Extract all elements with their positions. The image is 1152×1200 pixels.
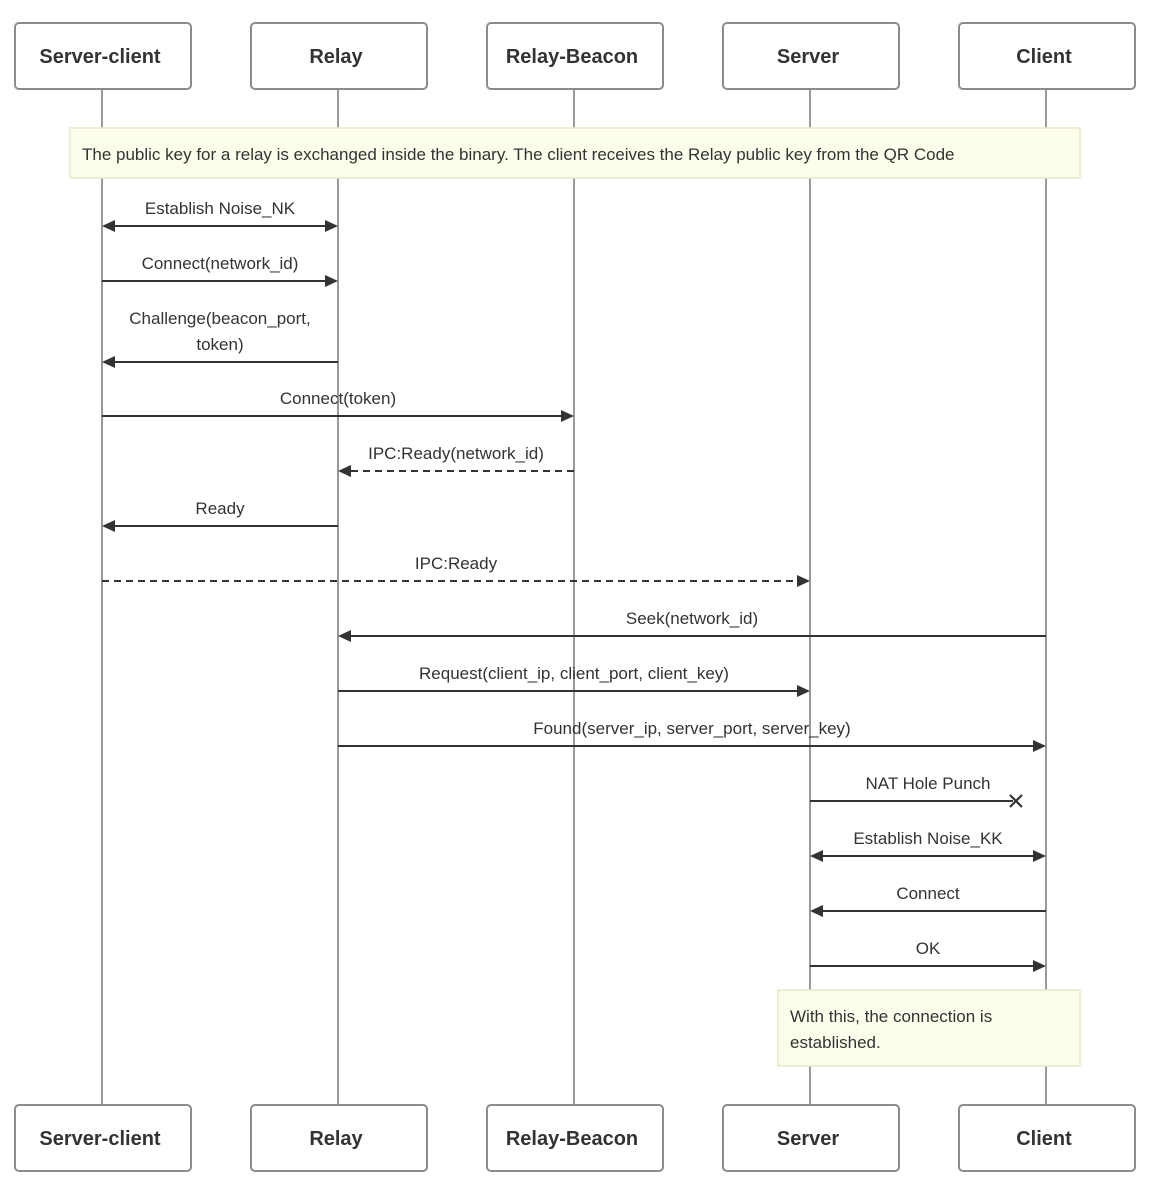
notes: The public key for a relay is exchanged … — [69, 127, 1081, 1067]
message-label: Seek(network_id) — [626, 609, 758, 628]
participant-box — [958, 1104, 1136, 1172]
message-label: Connect — [896, 884, 960, 903]
message-13: Connect — [810, 884, 1046, 917]
message-label: Connect(token) — [280, 389, 396, 408]
arrowhead — [1033, 850, 1046, 862]
message-label: Connect(network_id) — [142, 254, 299, 273]
arrowhead — [338, 465, 351, 477]
participant-label: Client — [1016, 1128, 1072, 1150]
participant-relay-beacon-top: Relay-Beacon — [486, 22, 664, 90]
message-label: IPC:Ready — [415, 554, 498, 573]
participant-client-top: Client — [958, 22, 1136, 90]
message-11: NAT Hole Punch — [810, 774, 1023, 808]
message-label: OK — [916, 939, 941, 958]
message-12: Establish Noise_KK — [810, 829, 1046, 862]
message-14: OK — [810, 939, 1046, 972]
arrowhead — [810, 905, 823, 917]
arrowhead — [325, 220, 338, 232]
note-box — [69, 127, 1081, 179]
participant-server-top: Server — [722, 22, 900, 90]
arrowhead — [561, 410, 574, 422]
note-text: The public key for a relay is exchanged … — [82, 145, 954, 164]
message-3: Challenge(beacon_port, token) — [102, 309, 338, 368]
participant-box — [722, 22, 900, 90]
message-5: IPC:Ready(network_id) — [338, 444, 574, 477]
participant-server-client-bottom: Server-client — [14, 1104, 192, 1172]
message-label: token) — [196, 335, 243, 354]
participant-label: Relay — [309, 46, 363, 68]
arrowhead — [810, 850, 823, 862]
arrowhead — [338, 630, 351, 642]
arrowhead — [102, 220, 115, 232]
note-key-exchange: The public key for a relay is exchanged … — [69, 127, 1081, 179]
participant-label: Server-client — [39, 46, 161, 68]
participant-label: Relay-Beacon — [506, 46, 638, 68]
message-label: Request(client_ip, client_port, client_k… — [419, 664, 729, 683]
messages: Establish Noise_NK Connect(network_id) Cha… — [102, 199, 1046, 972]
note-box — [777, 989, 1081, 1067]
arrowhead — [1033, 960, 1046, 972]
message-4: Connect(token) — [102, 389, 574, 422]
actors-top: Server-client Relay Relay-Beacon Server Clie… — [14, 22, 1136, 90]
participant-label: Relay-Beacon — [506, 1128, 638, 1150]
message-10: Found(server_ip, server_port, server_key… — [338, 719, 1046, 752]
participant-box — [486, 1104, 664, 1172]
lost-message-cross-icon — [1009, 794, 1023, 808]
participant-box — [14, 22, 192, 90]
message-label: Challenge(beacon_port, — [129, 309, 310, 328]
participant-box — [250, 1104, 428, 1172]
message-9: Request(client_ip, client_port, client_k… — [338, 664, 810, 697]
arrowhead — [102, 356, 115, 368]
participant-box — [958, 22, 1136, 90]
participant-label: Server — [777, 1128, 839, 1150]
arrowhead — [1033, 740, 1046, 752]
participant-relay-bottom: Relay — [250, 1104, 428, 1172]
arrowhead — [102, 520, 115, 532]
participant-box — [14, 1104, 192, 1172]
participant-server-bottom: Server — [722, 1104, 900, 1172]
arrowhead — [797, 575, 810, 587]
participant-client-bottom: Client — [958, 1104, 1136, 1172]
note-text: established. — [790, 1033, 881, 1052]
note-text: With this, the connection is — [790, 1007, 992, 1026]
participant-relay-beacon-bottom: Relay-Beacon — [486, 1104, 664, 1172]
participant-relay-top: Relay — [250, 22, 428, 90]
message-7: IPC:Ready — [102, 554, 810, 587]
participant-label: Relay — [309, 1128, 363, 1150]
message-label: NAT Hole Punch — [865, 774, 990, 793]
actors-bottom: Server-client Relay Relay-Beacon Server Clie… — [14, 1104, 1136, 1172]
participant-label: Server-client — [39, 1128, 161, 1150]
message-6: Ready — [102, 499, 338, 532]
arrowhead — [325, 275, 338, 287]
participant-server-client-top: Server-client — [14, 22, 192, 90]
lifelines — [101, 89, 1047, 1105]
message-label: Establish Noise_KK — [853, 829, 1003, 848]
note-established: With this, the connection is established. — [777, 989, 1081, 1067]
message-1: Establish Noise_NK — [102, 199, 338, 232]
participant-label: Server — [777, 46, 839, 68]
participant-box — [250, 22, 428, 90]
message-8: Seek(network_id) — [338, 609, 1046, 642]
participant-box — [722, 1104, 900, 1172]
participant-box — [486, 22, 664, 90]
message-label: Ready — [195, 499, 245, 518]
message-2: Connect(network_id) — [102, 254, 338, 287]
message-label: Found(server_ip, server_port, server_key… — [533, 719, 850, 738]
arrowhead — [797, 685, 810, 697]
message-label: IPC:Ready(network_id) — [368, 444, 544, 463]
message-label: Establish Noise_NK — [145, 199, 296, 218]
participant-label: Client — [1016, 46, 1072, 68]
